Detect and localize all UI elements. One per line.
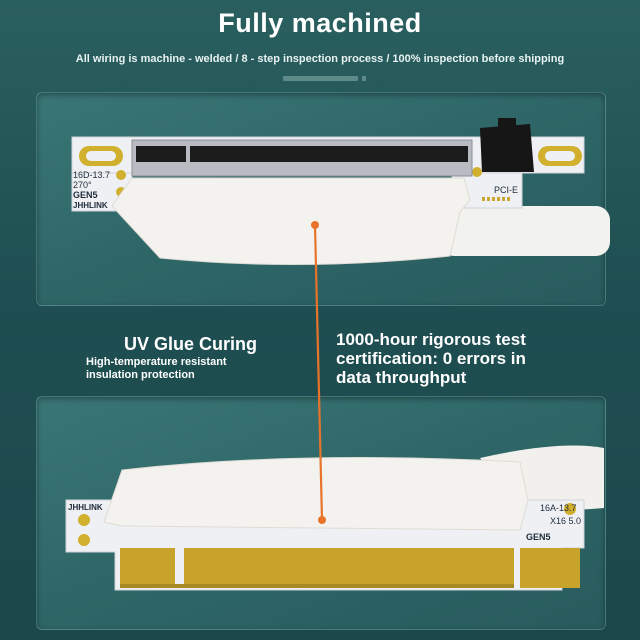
top-board-model: 16D-13.7 (73, 170, 110, 180)
connector-line (313, 224, 324, 521)
gold-finger-edge (120, 584, 514, 588)
via-gold (472, 167, 482, 177)
top-board-gen: GEN5 (73, 190, 98, 200)
connector-dot-bottom (318, 516, 326, 524)
cable-sleeve-bottom (103, 457, 529, 531)
top-board-port: PCI-E (494, 185, 518, 195)
gold-finger-tab (520, 548, 580, 588)
pcie-slot-opening (136, 146, 186, 162)
slot-latch-top (498, 118, 516, 132)
cable-top-right (440, 206, 610, 256)
cable-sleeve-top (111, 177, 471, 266)
mount-hole-inner (86, 151, 116, 161)
decorative-dot (362, 76, 366, 81)
solder-pads (482, 197, 510, 201)
via-gold (564, 503, 576, 515)
top-board-brand: JHHLINK (73, 201, 108, 210)
page-title: Fully machined (218, 8, 422, 38)
bottom-board-gen: GEN5 (526, 532, 551, 542)
uv-glue-title: UV Glue Curing (124, 334, 258, 354)
bottom-board-model: 16A-13.7 (540, 503, 577, 513)
gold-finger-short (120, 548, 175, 588)
connector-dot-top (311, 221, 319, 229)
bottom-board-spec: X16 5.0 (550, 516, 581, 526)
via-gold (78, 514, 90, 526)
test-certification-text: 1000-hour rigorous test certification: 0… (336, 330, 526, 387)
top-board-angle: 270° (73, 180, 92, 190)
slot-latch (480, 124, 534, 172)
pcie-slot-opening (190, 146, 468, 162)
decorative-bar (283, 76, 358, 81)
bottom-riser-board: JHHLINK 16A-13.7 X16 5.0 GEN5 (65, 445, 604, 591)
bottom-board-brand: JHHLINK (68, 503, 103, 512)
top-riser-board: 16D-13.7 270° GEN5 JHHLINK PCI-E (71, 118, 610, 266)
callout-connector (311, 221, 326, 524)
mount-hole-inner (545, 151, 575, 161)
uv-glue-subtitle: High-temperature resistant insulation pr… (86, 356, 227, 381)
gold-finger-long (184, 548, 514, 588)
via-gold (116, 170, 126, 180)
via-gold (78, 534, 90, 546)
page-subtitle: All wiring is machine - welded / 8 - ste… (75, 53, 565, 65)
